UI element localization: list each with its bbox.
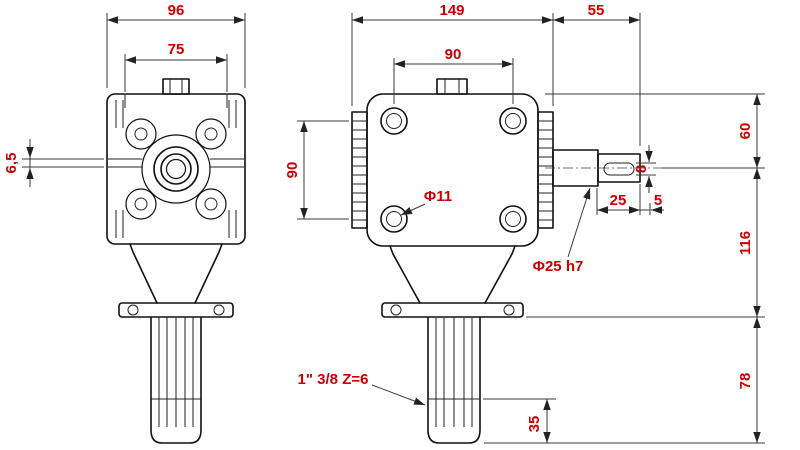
flange-ear: [195, 118, 227, 150]
flange-ear: [195, 188, 227, 220]
dim-149-label: 149: [439, 2, 464, 19]
pto-shaft-splines: [435, 317, 473, 427]
pto-shaft-outline: [150, 316, 202, 444]
dimension-phi25: Φ25 h7: [533, 187, 591, 275]
flange-bolt: [503, 304, 515, 316]
dim-35-label: 35: [526, 416, 543, 433]
lower-flange: [118, 302, 234, 318]
dim-6-5-label: 6,5: [3, 153, 20, 174]
bolt-boss: [499, 107, 527, 135]
bolt-boss: [380, 107, 408, 135]
dim-8-label: 8: [633, 165, 650, 173]
dimension-phi11: Φ11: [400, 188, 452, 216]
dim-25-label: 25: [610, 192, 627, 209]
keyway-slot: [603, 162, 635, 176]
bolt-hole: [505, 211, 521, 227]
output-shaft: [545, 149, 662, 187]
bolt-hole: [386, 211, 402, 227]
side-rib-lines: [107, 158, 245, 168]
flange-face-circle: [141, 134, 211, 204]
flange-ear: [125, 188, 157, 220]
shaft-bore-inner: [165, 158, 187, 180]
dimension-5: 5: [640, 192, 664, 215]
lower-bell: [129, 243, 223, 304]
dimension-6-5: 6,5: [3, 139, 104, 187]
spline-spec-label: 1" 3/8 Z=6: [298, 371, 369, 388]
left-cover-ribs: [352, 120, 367, 221]
dim-75-label: 75: [168, 41, 185, 58]
bearing-flange: [125, 118, 227, 220]
lower-flange: [381, 302, 524, 318]
dim-78-label: 78: [737, 373, 754, 390]
flange-bolt: [213, 304, 225, 316]
flange-bolt: [390, 304, 402, 316]
dimension-116: 116: [526, 167, 765, 318]
left-bearing-cover: [351, 111, 368, 229]
dim-90-side-label: 90: [284, 162, 301, 179]
cooling-fins: [115, 100, 237, 238]
dim-96-label: 96: [168, 2, 185, 19]
shaft-bore-outer: [160, 153, 192, 185]
flange-bolt: [127, 304, 139, 316]
dimensions: 96 75 6,5 149 55 90: [3, 2, 765, 444]
left-view: [106, 78, 246, 444]
dim-5-label: 5: [654, 192, 662, 209]
bolt-hole: [386, 113, 402, 129]
housing-inner-edges: [124, 94, 228, 108]
dimension-75: 75: [124, 41, 228, 92]
right-cover-ribs: [538, 120, 553, 221]
dim-60-label: 60: [737, 123, 754, 140]
flange-ear: [125, 118, 157, 150]
dim-55-label: 55: [588, 2, 605, 19]
top-shaft-stub: [162, 78, 190, 95]
housing-side-outline: [106, 93, 246, 245]
dimension-149: 149: [351, 2, 554, 106]
pto-shaft-outline: [427, 316, 481, 444]
spline-spec-callout: 1" 3/8 Z=6: [298, 371, 426, 406]
top-shaft-stub: [436, 78, 468, 95]
dimension-78: 78: [484, 317, 765, 444]
dimension-60: 60: [545, 93, 765, 168]
dimension-25: 25: [596, 184, 641, 215]
corner-bolts: [380, 107, 527, 233]
flange-bolt-hole: [204, 127, 218, 141]
bolt-boss: [380, 205, 408, 233]
dimension-8: 8: [633, 145, 656, 193]
dim-90-top-label: 90: [445, 46, 462, 63]
pto-shaft-splines: [158, 317, 194, 427]
lower-bell: [389, 245, 516, 304]
dimension-90-side: 90: [284, 120, 349, 220]
dim-phi25-label: Φ25 h7: [533, 258, 584, 275]
dim-phi11-label: Φ11: [424, 188, 452, 205]
housing-front-outline: [366, 93, 539, 247]
flange-bolt-hole: [134, 197, 148, 211]
top-stub-lines: [169, 79, 183, 94]
top-stub-lines: [444, 79, 460, 94]
bearing-seat-circle: [153, 146, 199, 192]
right-view: [351, 78, 662, 444]
dimension-35: 35: [483, 398, 556, 443]
bolt-boss: [499, 205, 527, 233]
dimension-55: 55: [553, 2, 641, 146]
bolt-hole: [505, 113, 521, 129]
dim-116-label: 116: [737, 231, 754, 255]
flange-bolt-hole: [134, 127, 148, 141]
dimension-90-top: 90: [393, 46, 514, 104]
dimension-96: 96: [106, 2, 246, 88]
flange-bolt-hole: [204, 197, 218, 211]
